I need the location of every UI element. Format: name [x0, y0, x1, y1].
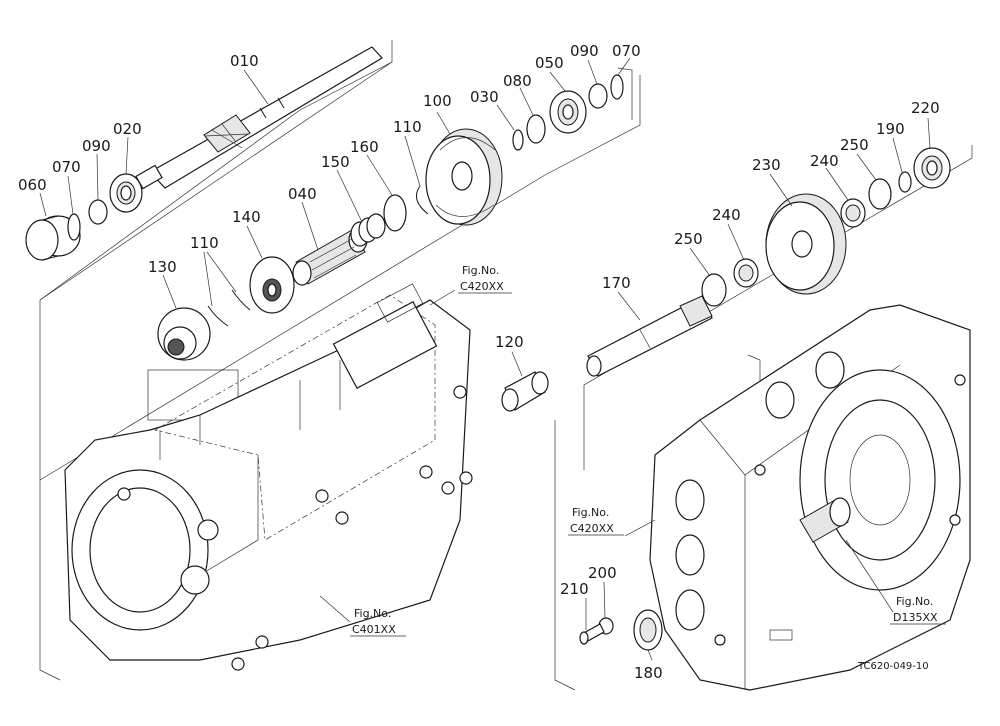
main-shaft-010 [135, 46, 383, 190]
hub-140 [249, 256, 295, 314]
bearing-220 [913, 147, 951, 189]
part-number-labels: 010 060 070 090 020 100 030 080 050 090 … [18, 42, 940, 682]
label-220: 220 [911, 99, 940, 117]
label-080: 080 [503, 72, 532, 90]
label-240: 240 [810, 152, 839, 170]
label-040: 040 [288, 185, 317, 203]
label-170: 170 [602, 274, 631, 292]
label-090-b: 090 [570, 42, 599, 60]
label-140: 140 [232, 208, 261, 226]
snap-ring-030 [512, 129, 524, 151]
label-110-b: 110 [190, 234, 219, 252]
fig-ref-2-code: C420XX [570, 522, 614, 535]
oil-seal-180 [633, 609, 663, 651]
label-090: 090 [82, 137, 111, 155]
bearing-020 [109, 173, 143, 213]
fig-ref-3-title: Fig.No. [354, 607, 391, 620]
washer-250-b [868, 178, 892, 210]
snap-ring-070-b [610, 74, 624, 100]
fig-ref-3-code: C401XX [352, 623, 396, 636]
snap-ring-070 [67, 213, 81, 241]
coupler-130 [157, 307, 211, 361]
snap-ring-110-a [415, 185, 429, 215]
label-110: 110 [393, 118, 422, 136]
label-070-b: 070 [612, 42, 641, 60]
label-240-b: 240 [712, 206, 741, 224]
label-020: 020 [113, 120, 142, 138]
right-transmission-housing [649, 304, 971, 691]
fig-ref-4-code: D135XX [893, 611, 938, 624]
label-250: 250 [840, 136, 869, 154]
label-210: 210 [560, 580, 589, 598]
gear-230 [765, 193, 847, 295]
label-130: 130 [148, 258, 177, 276]
label-070: 070 [52, 158, 81, 176]
drawing-code: TC620-049-10 [857, 661, 929, 672]
label-030: 030 [470, 88, 499, 106]
bearing-240-b [840, 198, 866, 228]
shaft-170 [586, 295, 713, 377]
bearing-240-a [733, 258, 759, 288]
left-assembly-frame [39, 40, 641, 681]
label-050: 050 [535, 54, 564, 72]
leader-lines [39, 57, 931, 661]
bushing-120 [501, 371, 549, 412]
fig-ref-2-title: Fig.No. [572, 506, 609, 519]
label-150: 150 [321, 153, 350, 171]
fig-ref-4-title: Fig.No. [896, 595, 933, 608]
label-180: 180 [634, 664, 663, 682]
ring-160 [383, 194, 407, 232]
label-060: 060 [18, 176, 47, 194]
washer-090-b [588, 83, 608, 109]
label-250-b: 250 [674, 230, 703, 248]
snap-ring-110-c [207, 305, 229, 327]
spring-150 [350, 213, 386, 247]
label-190: 190 [876, 120, 905, 138]
label-100: 100 [423, 92, 452, 110]
bearing-050 [549, 90, 587, 134]
snap-ring-190 [898, 171, 912, 193]
figure-references: Fig.No. C420XX Fig.No. C420XX Fig.No. C4… [350, 264, 946, 637]
washer-090 [88, 199, 108, 225]
label-120: 120 [495, 333, 524, 351]
fig-ref-1-code: C420XX [460, 280, 504, 293]
snap-ring-110-b [231, 289, 251, 311]
label-160: 160 [350, 138, 379, 156]
collar-080 [526, 114, 546, 144]
left-transmission-housing [64, 283, 473, 671]
washer-250-a [701, 273, 727, 307]
fig-ref-1-title: Fig.No. [462, 264, 499, 277]
gear-100 [425, 128, 503, 226]
label-010: 010 [230, 52, 259, 70]
bolt-210 [579, 623, 605, 645]
label-200: 200 [588, 564, 617, 582]
label-230: 230 [752, 156, 781, 174]
